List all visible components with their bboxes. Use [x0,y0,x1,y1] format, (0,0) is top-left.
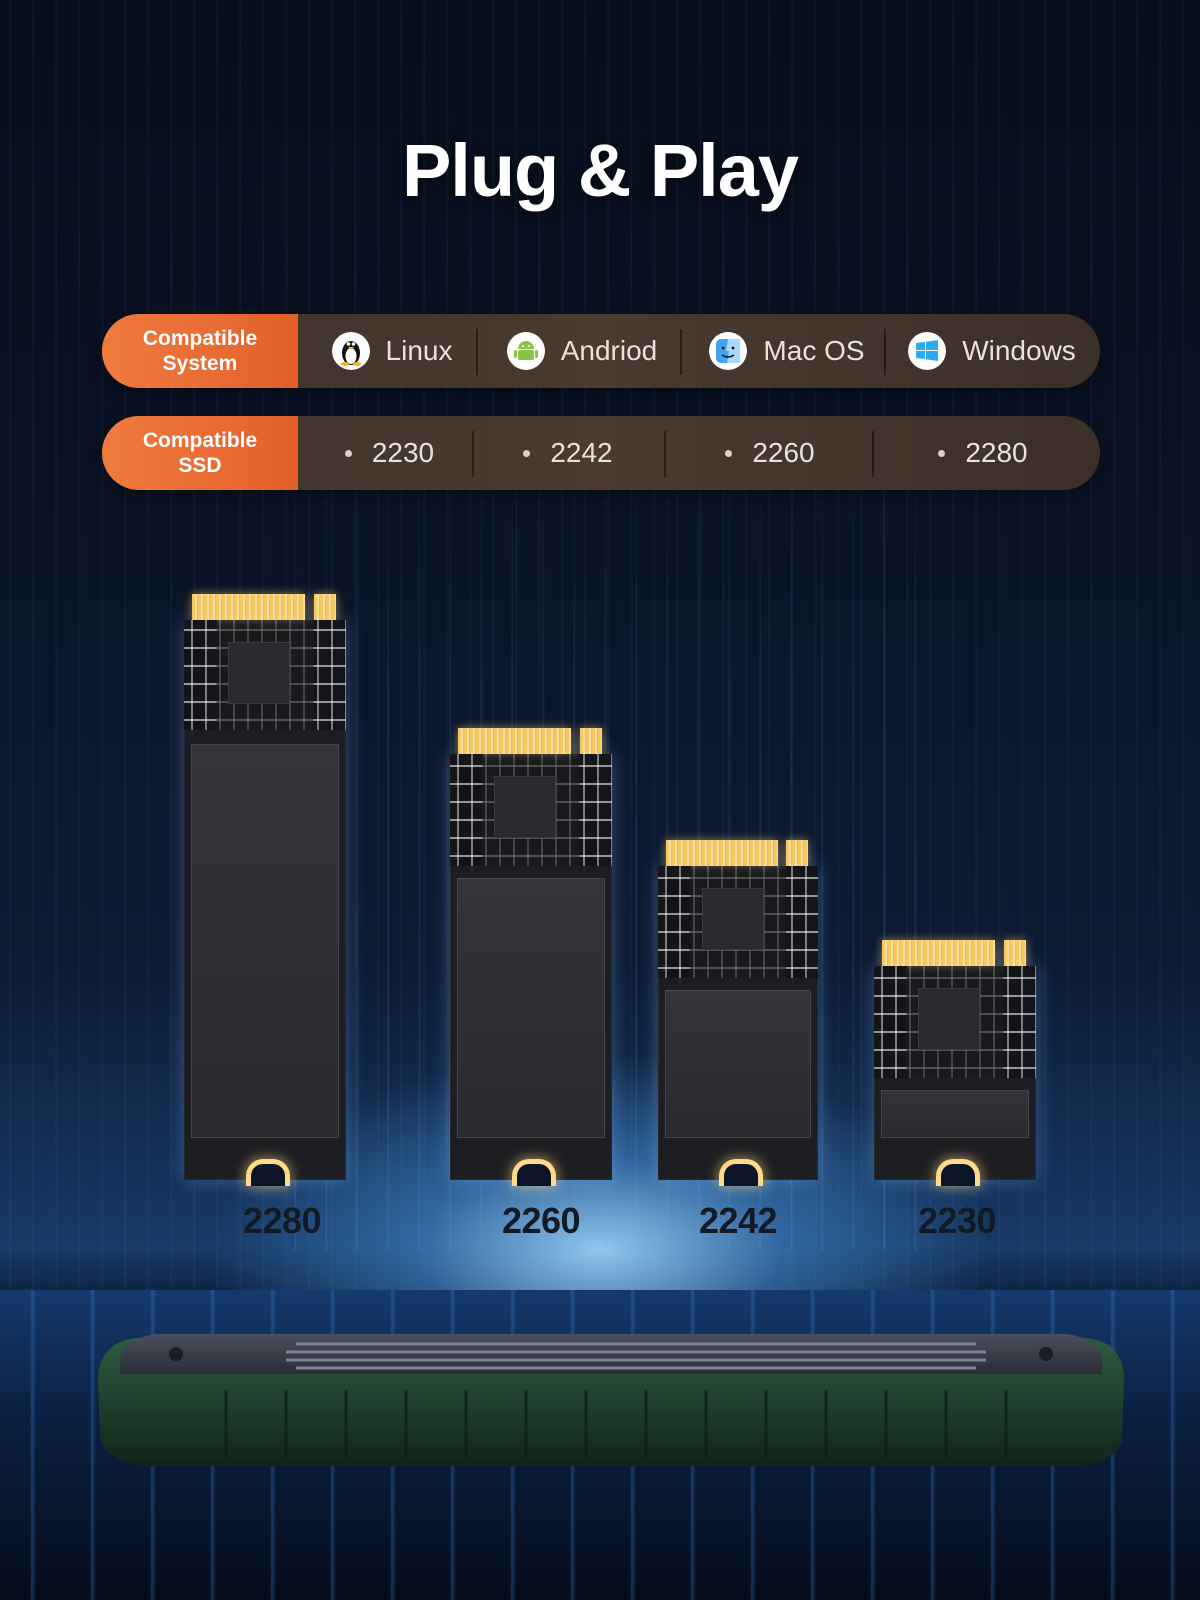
gold-pins [666,840,778,866]
linux-penguin-icon [331,332,370,370]
mounting-notch [719,1159,763,1186]
os-item-android: Andriod [482,314,682,388]
compatible-ssd-bar: Compatible SSD 2230 2242 2260 2280 [102,416,1100,490]
controller-chip [228,642,290,704]
ssd-card-2242 [658,840,818,1186]
divider [884,329,886,375]
ssd-size-item: 2280 [878,416,1088,490]
nand-label-plate [881,1090,1029,1138]
compatible-ssd-label: Compatible SSD [102,416,298,490]
divider [680,329,682,375]
bullet-icon [344,449,352,457]
os-item-macos: Mac OS [687,314,887,388]
android-icon [506,332,545,370]
gold-pins [882,940,995,966]
nand-label-plate [191,744,339,1138]
gold-pins [580,728,602,754]
ssd-card-2260 [450,728,612,1186]
windows-icon [908,332,947,370]
divider [472,431,474,477]
ssd-size-item: 2242 [478,416,658,490]
gold-pins [786,840,808,866]
mounting-notch [246,1159,290,1186]
divider [872,431,874,477]
gold-pins [192,594,305,620]
ssd-size-item: 2230 [307,416,472,490]
gold-pins [1004,940,1026,966]
divider [664,431,666,477]
divider [476,329,478,375]
controller-chip [702,888,764,950]
os-item-linux: Linux [307,314,477,388]
gold-pins [458,728,571,754]
bullet-icon [523,449,531,457]
gold-pins [314,594,336,620]
ssd-size-caption: 2242 [698,1200,778,1241]
os-item-windows: Windows [892,314,1092,388]
nand-label-plate [665,990,811,1138]
compatible-system-bar: Compatible System Linux [102,314,1100,388]
ssd-size-caption: 2280 [242,1200,322,1241]
ssd-card-2230 [874,940,1036,1186]
ssd-size-caption: 2260 [501,1200,581,1241]
ssd-enclosure-image [96,1328,1126,1468]
ssd-size-caption: 2230 [917,1200,997,1241]
mounting-notch [936,1159,980,1186]
compatible-system-label: Compatible System [102,314,298,388]
page-title: Plug & Play [401,129,799,212]
bullet-icon [725,449,733,457]
mac-finder-icon [709,332,748,370]
controller-chip [494,776,556,838]
mounting-notch [512,1159,556,1186]
ssd-size-item: 2260 [670,416,870,490]
controller-chip [918,988,980,1050]
ssd-card-2280 [184,594,346,1186]
nand-label-plate [457,878,605,1138]
bullet-icon [938,449,946,457]
